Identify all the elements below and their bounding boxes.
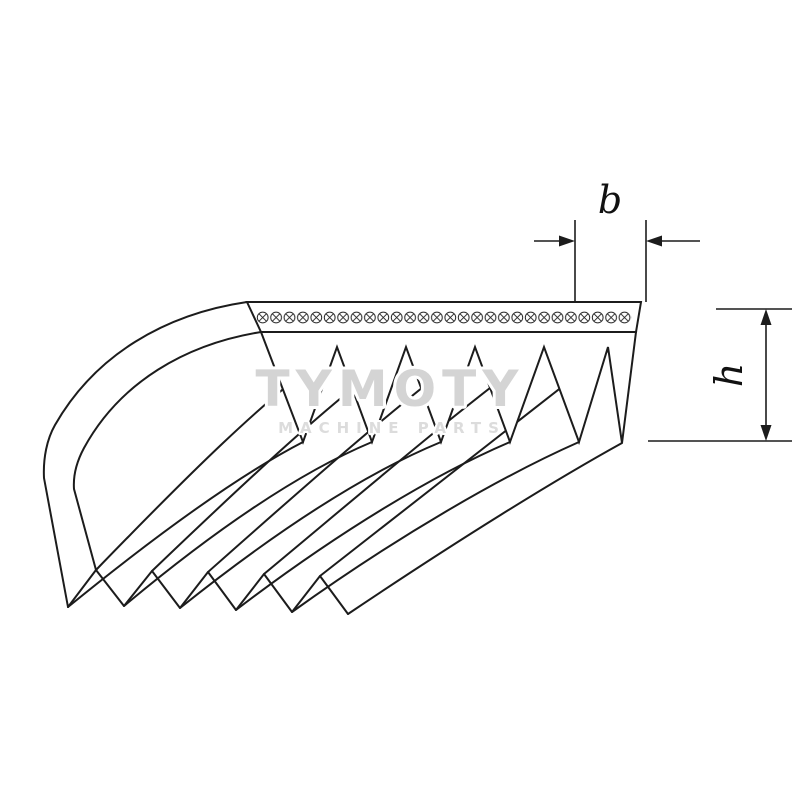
- dimension-h-arrowhead-top: [760, 309, 772, 325]
- belt-bottom-rib-tips: [67, 569, 349, 615]
- belt-rib-curve: [347, 442, 623, 615]
- watermark: TYMOTY MACHINE PARTS: [253, 357, 525, 439]
- watermark-title: TYMOTY: [256, 360, 525, 418]
- belt-rib-curve: [123, 441, 373, 607]
- dimension-b-arrowhead-right: [646, 235, 662, 247]
- belt-top-band: [245, 301, 643, 333]
- watermark-subtitle: MACHINE PARTS: [278, 419, 506, 437]
- dimension-b-arrowhead-left: [559, 235, 575, 247]
- belt-rib-curve: [179, 441, 442, 609]
- belt-outer-silhouette: [42, 301, 248, 608]
- belt-rib-curve: [235, 441, 511, 611]
- dimension-h-label: h: [707, 363, 751, 387]
- belt-ribs-face: [259, 331, 638, 446]
- belt-hatch-pattern: [256, 305, 632, 330]
- dimension-h-arrowhead-bottom: [760, 425, 772, 441]
- dimension-b: b: [534, 178, 700, 302]
- dimension-h: h: [648, 308, 792, 442]
- belt-inner-silhouette: [72, 331, 262, 571]
- belt-rib-curve: [67, 441, 304, 608]
- dimension-b-label: b: [598, 178, 622, 222]
- belt-rib-curve: [291, 441, 580, 613]
- belt-back-curves: [42, 301, 623, 615]
